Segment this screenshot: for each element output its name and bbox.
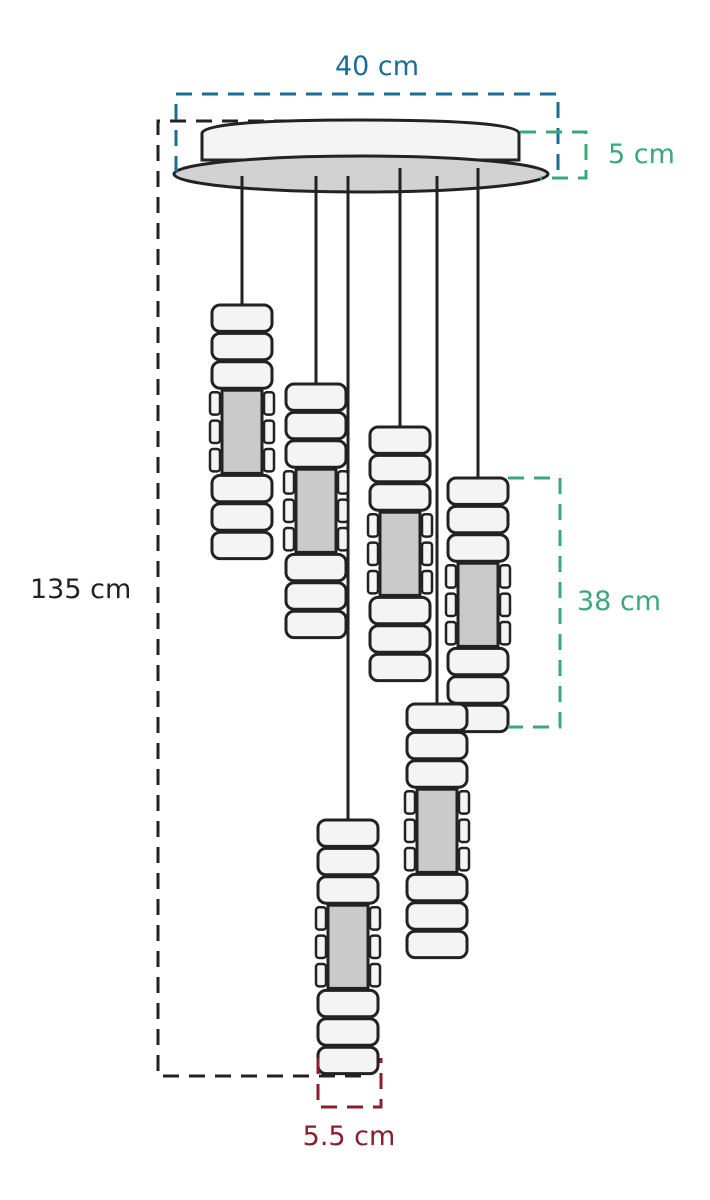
shade-tab-right [420, 541, 434, 567]
canopy-bottom [172, 154, 550, 194]
shade-glass [415, 787, 459, 874]
shade-tab-right [262, 390, 276, 416]
shade-ring [284, 609, 348, 640]
shade-tab-right [368, 962, 382, 988]
shade-tab-right [457, 818, 471, 844]
shade-ring [368, 482, 432, 512]
shade-ring [316, 846, 380, 877]
shade-tab-left [314, 934, 328, 960]
shade-tab-right [498, 620, 512, 646]
shade-tab-right [336, 469, 350, 495]
shade-ring [284, 382, 348, 412]
shade-ring [316, 988, 380, 1019]
shade-ring [210, 303, 274, 333]
shade-tab-left [444, 620, 458, 646]
shade-glass [294, 467, 338, 554]
shade-ring [405, 901, 469, 931]
shade-tab-right [368, 905, 382, 931]
shade-tab-left [282, 526, 296, 552]
pendant-shade [366, 425, 434, 683]
shade-tab-left [314, 962, 328, 988]
shade-ring [368, 652, 432, 683]
pendant-shade [282, 382, 350, 640]
shade-diameter-dimension-line [316, 1058, 383, 1109]
shade-ring [405, 872, 469, 903]
shade-tab-right [336, 526, 350, 552]
shade-tab-right [368, 934, 382, 960]
shade-tab-left [444, 592, 458, 618]
shade-ring [405, 759, 469, 789]
cables [240, 168, 480, 820]
shade-tab-right [420, 512, 434, 538]
width-dimension-line [174, 92, 560, 178]
pendant-shade [208, 303, 276, 561]
shade-tab-left [208, 390, 222, 416]
shade-tab-right [498, 563, 512, 589]
shade-ring [446, 646, 510, 677]
shade-ring [446, 504, 510, 535]
shade-tab-left [366, 512, 380, 538]
shade-ring [368, 624, 432, 654]
shade-ring [284, 410, 348, 441]
pendant-shade [314, 818, 382, 1076]
shade-tab-right [457, 846, 471, 872]
shade-tab-right [457, 789, 471, 815]
width-label: 40 cm [335, 51, 419, 82]
shade-tab-right [498, 592, 512, 618]
canopy-height-dimension-line [520, 130, 588, 180]
shade-tab-left [282, 469, 296, 495]
shade-ring [316, 818, 380, 848]
pendant-shade [444, 476, 512, 734]
shade-tab-right [262, 447, 276, 473]
shade-ring [446, 675, 510, 705]
shade-ring [316, 1017, 380, 1047]
shade-ring [405, 702, 469, 732]
shade-length-label: 38 cm [577, 586, 661, 617]
shade-tab-left [282, 498, 296, 524]
shade-ring [210, 530, 274, 561]
ceiling-canopy [172, 118, 550, 194]
shade-ring [446, 533, 510, 563]
drop-label: 135 cm [30, 574, 131, 605]
canopy-height-label: 5 cm [608, 139, 675, 170]
shade-ring [446, 476, 510, 506]
shade-ring [284, 439, 348, 469]
shade-length-dimension-line [508, 476, 562, 729]
shade-ring [284, 581, 348, 611]
shade-glass [456, 561, 500, 648]
canopy-top [200, 118, 521, 162]
shade-diameter-label: 5.5 cm [303, 1121, 396, 1152]
shade-ring [405, 730, 469, 761]
shade-ring [368, 453, 432, 484]
shade-ring [316, 875, 380, 905]
shade-tab-left [366, 541, 380, 567]
shade-ring [368, 425, 432, 455]
shade-tab-left [366, 569, 380, 595]
shade-tab-left [208, 447, 222, 473]
shade-ring [210, 502, 274, 532]
shade-ring [284, 552, 348, 583]
shade-tab-left [208, 419, 222, 445]
shade-ring [368, 595, 432, 626]
pendant-shade [403, 702, 471, 960]
shade-tab-right [336, 498, 350, 524]
shade-glass [326, 903, 370, 990]
shade-tab-left [314, 905, 328, 931]
shade-glass [220, 388, 264, 475]
shade-ring [210, 360, 274, 390]
shade-ring [210, 473, 274, 504]
shade-ring [210, 331, 274, 362]
pendants [208, 303, 512, 1076]
shade-ring [405, 929, 469, 960]
shade-tab-left [403, 789, 417, 815]
drop-dimension-line [156, 119, 362, 1078]
shade-tab-right [420, 569, 434, 595]
shade-tab-left [403, 818, 417, 844]
shade-tab-right [262, 419, 276, 445]
shade-tab-left [444, 563, 458, 589]
shade-ring [316, 1045, 380, 1076]
shade-glass [378, 510, 422, 597]
shade-tab-left [403, 846, 417, 872]
